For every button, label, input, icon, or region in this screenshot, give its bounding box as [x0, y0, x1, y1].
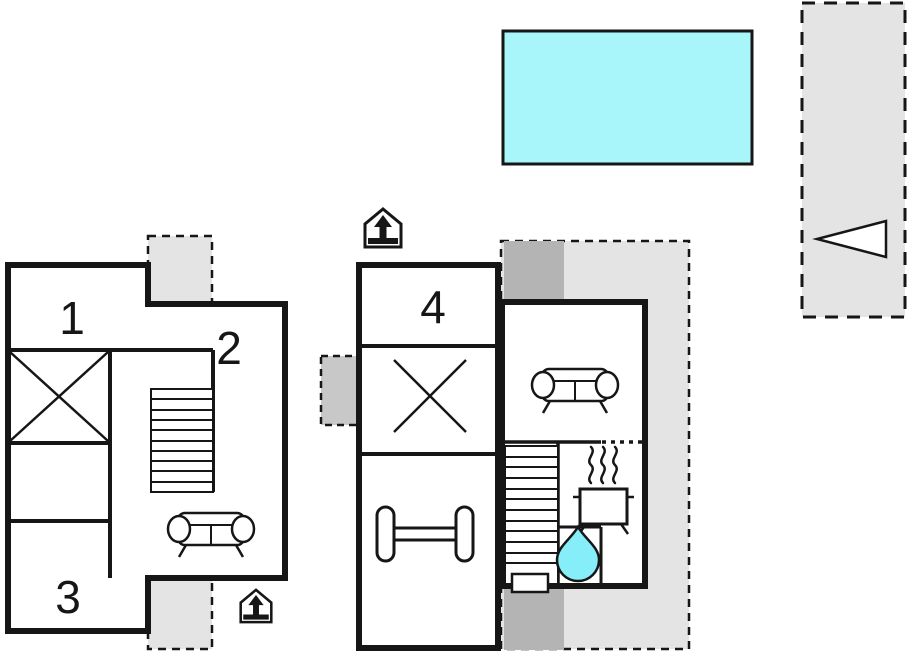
swimming-pool: [501, 29, 754, 166]
entrance-icon: [363, 207, 403, 249]
room-3-label: 3: [55, 571, 81, 623]
stairs-icon: [504, 445, 559, 594]
room-2-label: 2: [216, 322, 242, 374]
sauna-stove-icon: [573, 445, 634, 535]
room-1-label: 1: [59, 292, 85, 344]
stair-landing: [510, 572, 550, 594]
stairs-icon: [150, 388, 214, 493]
building-right-plan: 4: [319, 207, 691, 651]
entrance-icon: [239, 588, 273, 624]
direction-arrow-icon: [812, 219, 888, 259]
exterior-walls: [5, 262, 288, 634]
driveway-area: [800, 1, 907, 319]
x-mark-icon: [9, 351, 109, 442]
exterior-walls-left-section: [356, 262, 501, 651]
balcony-block-top: [146, 234, 214, 309]
side-block: [319, 354, 360, 427]
dumbbell-icon: [375, 505, 475, 563]
gray-block-top: [504, 241, 564, 301]
gray-block-bottom: [504, 586, 564, 650]
building-left-plan: 1 2 3: [5, 234, 288, 651]
x-mark-icon: [393, 359, 467, 433]
room-4-label: 4: [420, 281, 446, 333]
water-drop-icon: [555, 524, 601, 583]
balcony-block-bottom: [146, 575, 214, 651]
